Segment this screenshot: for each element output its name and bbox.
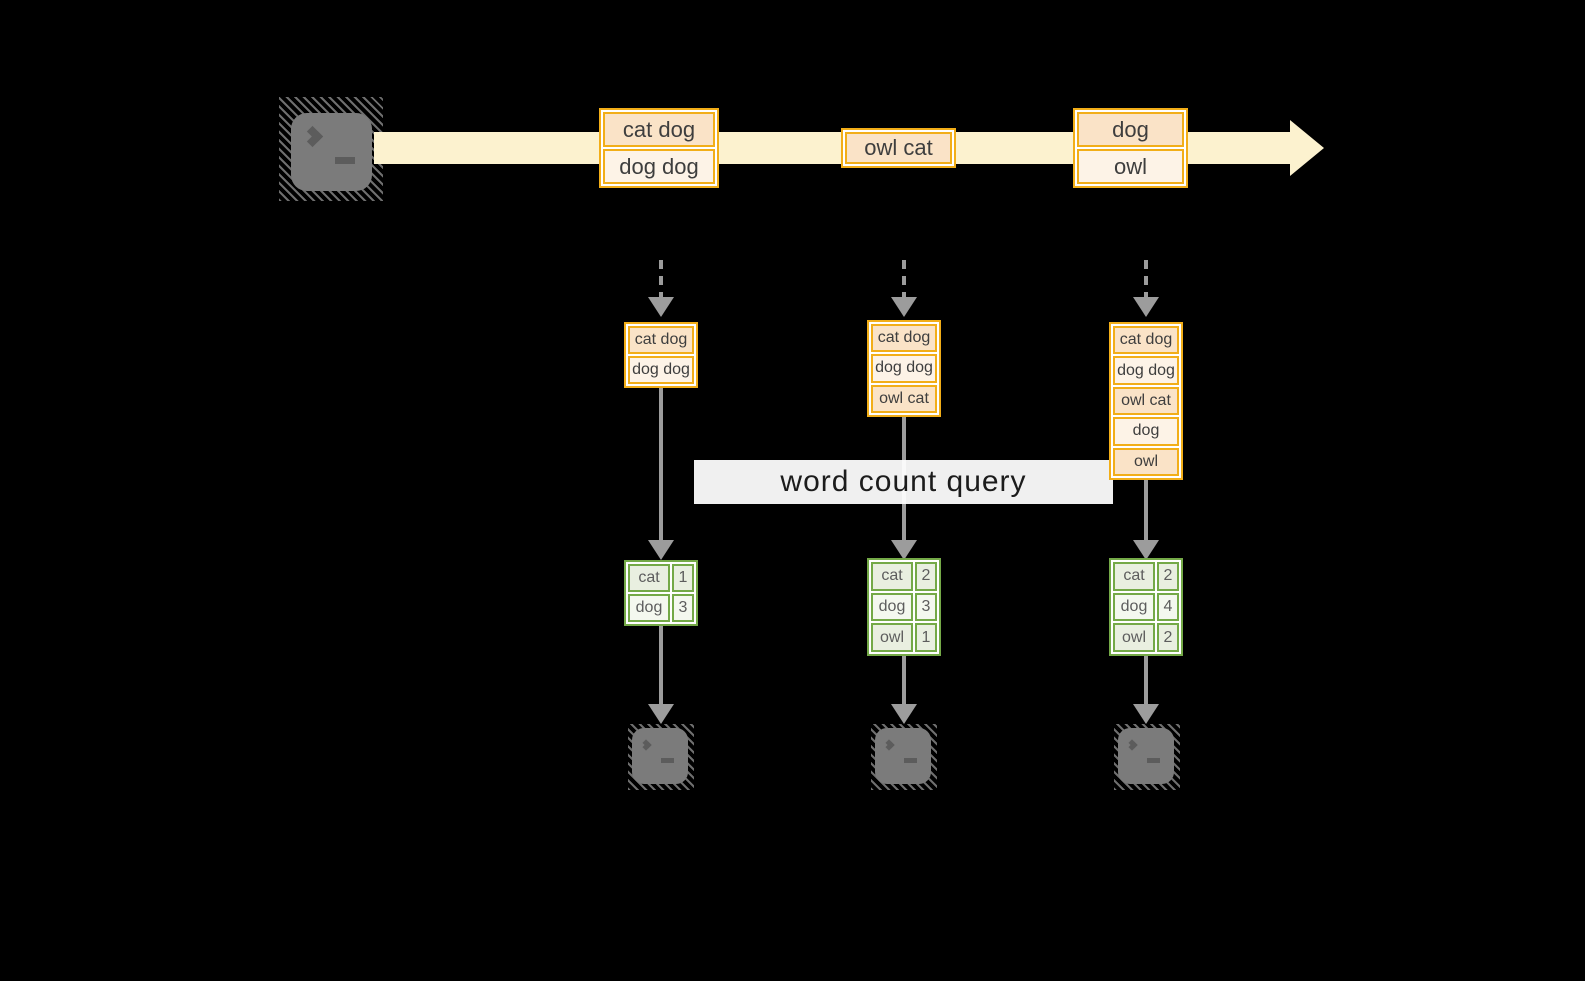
state-record: dog dog: [1113, 356, 1179, 385]
stream-event-batch-3: dog owl: [1073, 108, 1188, 188]
result-count: 1: [672, 564, 694, 592]
terminal-body: [875, 728, 931, 784]
dashed-arrow-head: [648, 297, 674, 317]
dashed-arrow-head: [1133, 297, 1159, 317]
arrow-line: [1144, 480, 1148, 542]
result-row: dog 3: [871, 592, 937, 622]
arrow-line: [1144, 656, 1148, 706]
stream-record: cat dog: [603, 112, 715, 147]
stream-record: owl cat: [845, 132, 952, 164]
terminal-icon: [871, 724, 937, 790]
stream-event-batch-2: owl cat: [841, 128, 956, 168]
result-count: 2: [915, 562, 937, 591]
result-word: dog: [871, 592, 913, 622]
result-count: 4: [1157, 592, 1179, 622]
terminal-icon: [279, 97, 383, 201]
result-row: dog 4: [1113, 592, 1179, 622]
result-word: dog: [628, 594, 670, 622]
result-count: 2: [1157, 562, 1179, 591]
state-record: cat dog: [628, 326, 694, 354]
result-row: cat 2: [871, 562, 937, 591]
result-word: cat: [871, 562, 913, 591]
prompt-chevron-icon: [1126, 739, 1138, 751]
state-record: dog dog: [871, 354, 937, 383]
state-stack-3: cat dog dog dog owl cat dog owl: [1109, 322, 1183, 480]
result-row: owl 2: [1113, 623, 1179, 653]
state-record: owl cat: [1113, 386, 1179, 416]
stream-record: dog dog: [603, 149, 715, 184]
prompt-chevron-icon: [301, 125, 324, 148]
result-word: dog: [1113, 592, 1155, 622]
arrow-line: [902, 656, 906, 706]
result-count: 2: [1157, 623, 1179, 653]
result-row: cat 1: [628, 564, 694, 592]
stream-arrow-head: [1290, 120, 1324, 176]
result-table-1: cat 1 dog 3: [624, 560, 698, 626]
terminal-body: [632, 728, 688, 784]
state-record: dog dog: [628, 356, 694, 384]
result-count: 3: [672, 594, 694, 622]
prompt-underscore-icon: [661, 758, 674, 763]
result-count: 1: [915, 623, 937, 653]
result-word: owl: [1113, 623, 1155, 653]
arrow-line: [659, 626, 663, 706]
result-word: cat: [628, 564, 670, 592]
arrow-head: [1133, 704, 1159, 724]
prompt-chevron-icon: [883, 739, 895, 751]
dashed-arrow-line: [902, 260, 906, 298]
prompt-chevron-icon: [640, 739, 652, 751]
result-row: dog 3: [628, 594, 694, 622]
terminal-body: [1118, 728, 1174, 784]
stream-record: owl: [1077, 149, 1184, 184]
terminal-body: [291, 113, 372, 191]
state-stack-1: cat dog dog dog: [624, 322, 698, 388]
arrow-line: [659, 388, 663, 542]
result-table-3: cat 2 dog 4 owl 2: [1109, 558, 1183, 656]
state-stack-2: cat dog dog dog owl cat: [867, 320, 941, 417]
stream-record: dog: [1077, 112, 1184, 147]
dashed-arrow-head: [891, 297, 917, 317]
result-count: 3: [915, 592, 937, 622]
arrow-head: [648, 704, 674, 724]
arrow-head: [891, 704, 917, 724]
state-record: cat dog: [1113, 326, 1179, 355]
dashed-arrow-line: [659, 260, 663, 298]
query-label: word count query: [694, 460, 1113, 504]
result-row: owl 1: [871, 623, 937, 653]
state-record: dog: [1113, 417, 1179, 446]
prompt-underscore-icon: [904, 758, 917, 763]
terminal-icon: [628, 724, 694, 790]
terminal-icon: [1114, 724, 1180, 790]
state-record: owl: [1113, 447, 1179, 477]
dashed-arrow-line: [1144, 260, 1148, 298]
prompt-underscore-icon: [335, 157, 355, 164]
arrow-head: [891, 540, 917, 560]
result-row: cat 2: [1113, 562, 1179, 591]
result-word: owl: [871, 623, 913, 653]
state-record: cat dog: [871, 324, 937, 353]
arrow-head: [648, 540, 674, 560]
arrow-head: [1133, 540, 1159, 560]
stream-event-batch-1: cat dog dog dog: [599, 108, 719, 188]
result-table-2: cat 2 dog 3 owl 1: [867, 558, 941, 656]
result-word: cat: [1113, 562, 1155, 591]
state-record: owl cat: [871, 384, 937, 413]
prompt-underscore-icon: [1147, 758, 1160, 763]
